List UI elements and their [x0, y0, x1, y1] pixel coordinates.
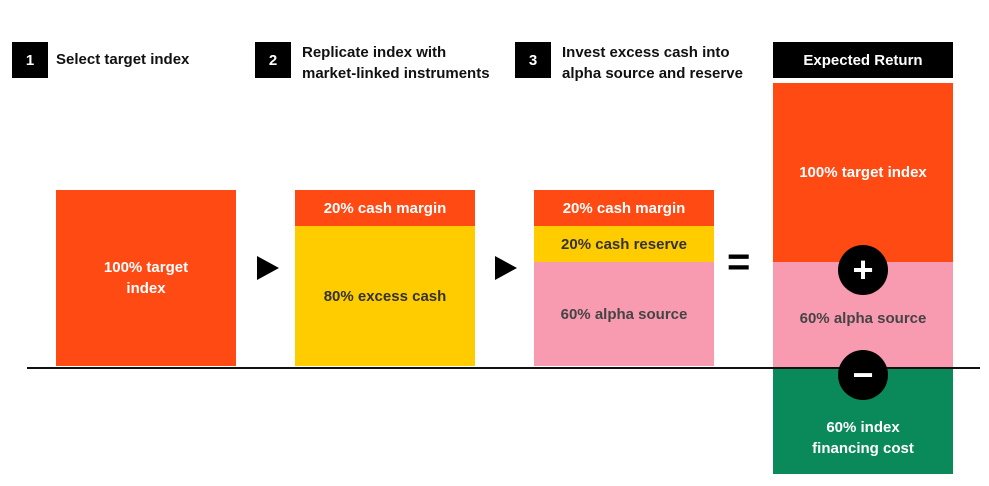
col3-cash-margin: 20% cash margin: [534, 190, 714, 226]
col2-cash-margin: 20% cash margin: [295, 190, 475, 226]
col1-target-index: 100% target index: [56, 190, 236, 366]
step-3-label: Invest excess cash into alpha source and…: [562, 44, 743, 82]
expected-return-header: Expected Return: [773, 42, 953, 78]
step-3-badge: 3: [515, 42, 551, 78]
equals-sign: =: [727, 240, 751, 284]
step-1-label: Select target index: [56, 51, 190, 68]
step-2-badge: 2: [255, 42, 291, 78]
col2-excess-cash: 80% excess cash: [295, 226, 475, 366]
er-target-index: 100% target index: [773, 83, 953, 262]
col3-cash-reserve: 20% cash reserve: [534, 226, 714, 262]
col3-alpha-source: 60% alpha source: [534, 262, 714, 366]
arrow-right-icon: [495, 256, 517, 280]
plus-icon: +: [838, 245, 888, 295]
baseline-divider: [27, 367, 980, 369]
step-1-badge: 1: [12, 42, 48, 78]
arrow-right-icon: [257, 256, 279, 280]
step-2-label: Replicate index with market-linked instr…: [302, 44, 490, 82]
minus-icon: −: [838, 350, 888, 400]
